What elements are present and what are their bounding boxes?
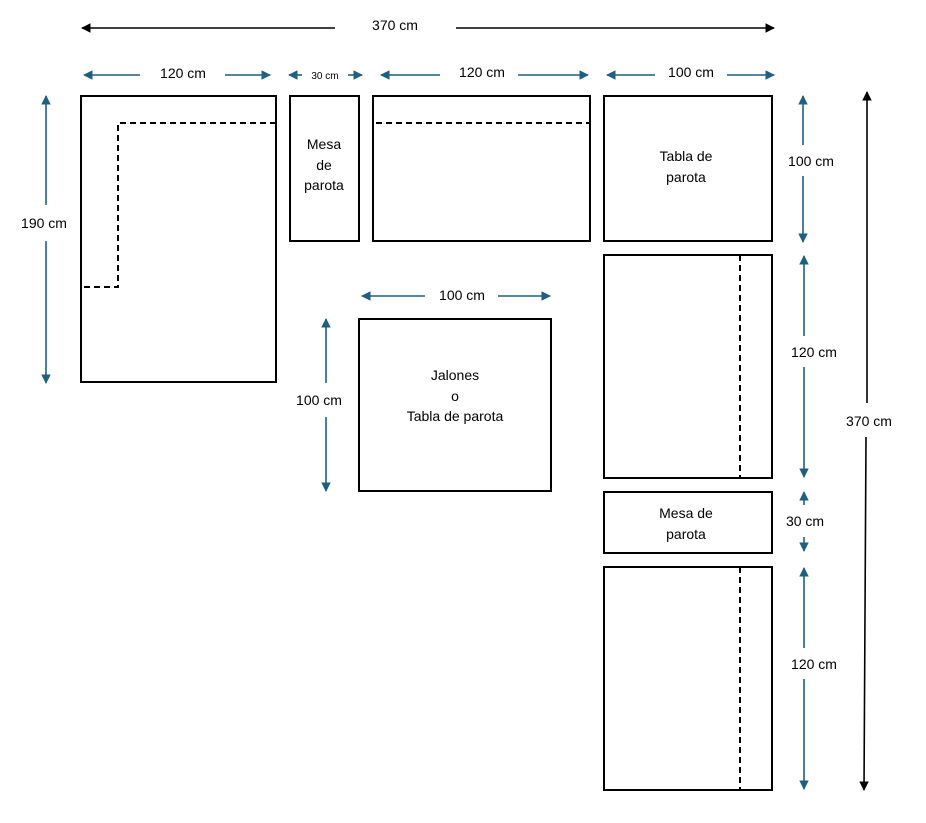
mid-width-dimension: 100 cm xyxy=(361,287,551,303)
mesa-small-line-1: Mesa xyxy=(307,136,341,152)
right-d-dimension: 120 cm xyxy=(791,567,837,790)
sofa-right-upper xyxy=(603,254,773,479)
jalones-line-3: Tabla de parota xyxy=(407,408,504,424)
right-a-label: 100 cm xyxy=(788,153,834,169)
top-d-dimension: 100 cm xyxy=(606,64,775,80)
right-d-label: 120 cm xyxy=(791,656,837,672)
mesa-right: Mesa de parota xyxy=(603,491,773,554)
l-sofa-dashed-line xyxy=(81,122,276,288)
mesa-right-outline xyxy=(603,491,773,554)
mesa-small: Mesa de parota xyxy=(289,95,360,242)
sofa-top-center xyxy=(372,95,591,242)
total-width-dimension: 370 cm xyxy=(81,17,775,33)
tabla-top-right-line-1: Tabla de xyxy=(660,148,713,164)
top-c-dimension: 120 cm xyxy=(380,64,589,80)
sofa-right-lower-outline xyxy=(603,566,773,791)
total-height-dimension: 370 cm xyxy=(846,91,892,791)
right-c-label: 30 cm xyxy=(786,513,824,529)
sofa-right-upper-outline xyxy=(603,254,773,479)
top-a-dimension: 120 cm xyxy=(83,65,271,81)
l-shaped-sofa xyxy=(80,95,277,383)
top-b-label: 30 cm xyxy=(311,71,338,82)
left-height-dimension: 190 cm xyxy=(21,95,67,384)
mesa-small-line-2: de xyxy=(316,157,332,173)
l-sofa-outline xyxy=(80,95,277,383)
tabla-top-right-line-2: parota xyxy=(666,169,706,185)
top-c-label: 120 cm xyxy=(459,64,505,80)
mid-height-dimension: 100 cm xyxy=(296,318,342,492)
top-d-label: 100 cm xyxy=(668,64,714,80)
top-b-dimension: 30 cm xyxy=(288,70,363,82)
total-height-label: 370 cm xyxy=(846,413,892,429)
top-a-label: 120 cm xyxy=(160,65,206,81)
mid-width-label: 100 cm xyxy=(439,287,485,303)
mesa-right-line-1: Mesa de xyxy=(659,505,713,521)
tabla-top-right-outline xyxy=(603,95,773,242)
right-a-dimension: 100 cm xyxy=(788,95,834,243)
mesa-small-outline xyxy=(289,95,360,242)
mesa-right-line-2: parota xyxy=(666,526,706,542)
tabla-top-right: Tabla de parota xyxy=(603,95,773,242)
mid-height-label: 100 cm xyxy=(296,392,342,408)
left-height-label: 190 cm xyxy=(21,215,67,231)
right-b-label: 120 cm xyxy=(791,344,837,360)
sofa-right-lower xyxy=(603,566,773,791)
jalones-line-2: o xyxy=(451,388,459,404)
total-height-arrow-down xyxy=(859,436,869,791)
jalones-box: Jalones o Tabla de parota xyxy=(358,318,552,492)
jalones-line-1: Jalones xyxy=(431,367,479,383)
right-b-dimension: 120 cm xyxy=(791,255,837,478)
sofa-top-center-outline xyxy=(372,95,591,242)
total-width-label: 370 cm xyxy=(372,17,418,33)
mesa-small-line-3: parota xyxy=(304,177,344,193)
right-c-dimension: 30 cm xyxy=(786,491,824,552)
jalones-outline xyxy=(358,318,552,492)
